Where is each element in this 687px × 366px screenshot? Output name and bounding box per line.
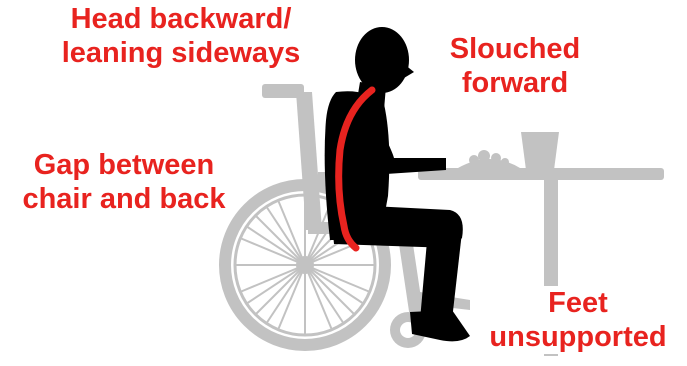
- label-line: chair and back: [0, 182, 248, 216]
- label-line: Slouched: [420, 32, 610, 66]
- wheel-hub: [296, 256, 314, 274]
- food-item: [491, 153, 501, 163]
- label-line: Head backward/: [22, 2, 340, 36]
- cup: [521, 132, 559, 170]
- label-line: leaning sideways: [22, 36, 340, 70]
- food-item: [478, 150, 490, 162]
- label-line: unsupported: [470, 320, 686, 354]
- food-item: [469, 155, 479, 165]
- food-item: [501, 158, 509, 166]
- backrest-post: [296, 92, 322, 230]
- slouched-forward-label: Slouched forward: [420, 32, 610, 100]
- feet-unsupported-label: Feet unsupported: [470, 286, 686, 354]
- label-line: Feet: [470, 286, 686, 320]
- nose: [404, 64, 414, 78]
- label-line: forward: [420, 66, 610, 100]
- head-backward-label: Head backward/ leaning sideways: [22, 2, 340, 70]
- gap-between-chair-label: Gap between chair and back: [0, 148, 248, 216]
- label-line: Gap between: [0, 148, 248, 182]
- food-plate: [458, 159, 520, 168]
